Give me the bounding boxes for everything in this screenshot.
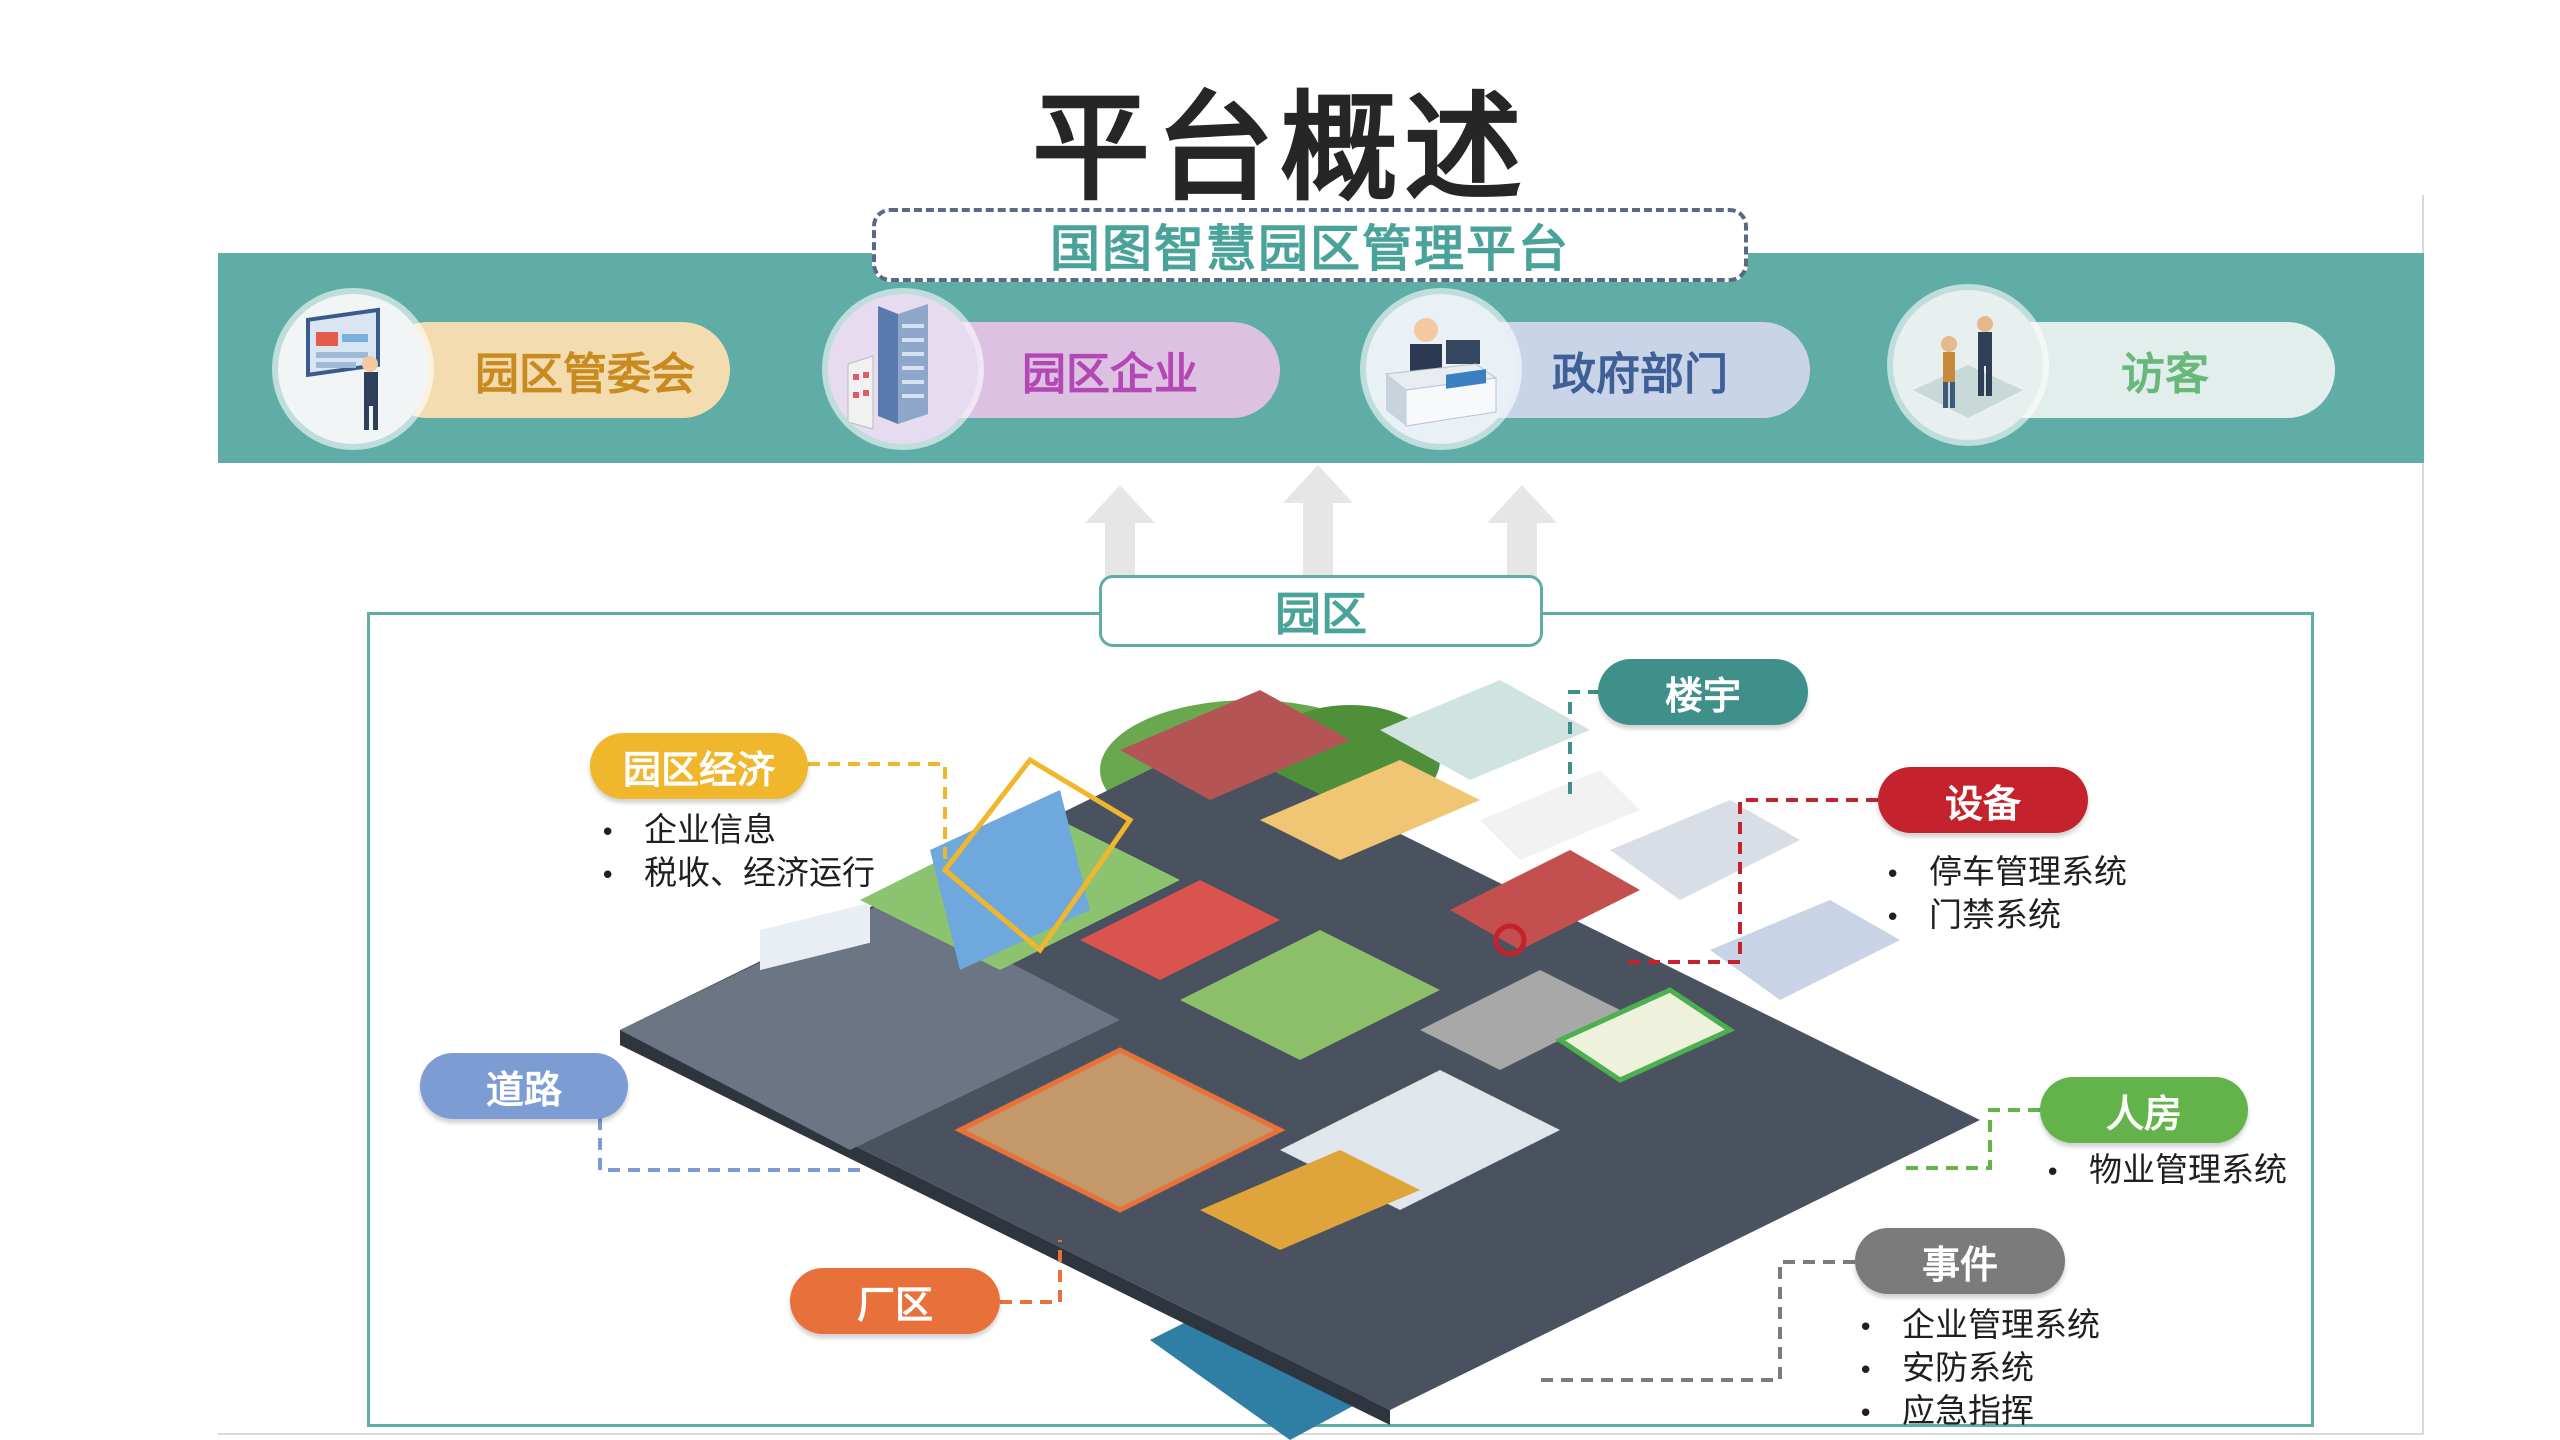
user-label-enterprise: 园区企业 [1022, 349, 1198, 400]
housing-list: •物业管理系统 [2045, 1150, 2287, 1193]
page-title: 平台概述 [1031, 79, 1528, 217]
list-item: •安防系统 [1858, 1348, 2034, 1387]
list-item: •物业管理系统 [2045, 1150, 2287, 1189]
economy-list: •企业信息 •税收、经济运行 [600, 810, 875, 896]
tag-housing: 人房 [2040, 1077, 2248, 1143]
tag-factory: 厂区 [790, 1268, 1000, 1334]
list-item: •停车管理系统 [1885, 852, 2127, 891]
list-item: •门禁系统 [1885, 895, 2061, 934]
office-tower-icon [828, 294, 978, 444]
slide-frame [218, 195, 2424, 1435]
tag-economy-label: 园区经济 [622, 747, 775, 792]
user-pill-committee: 园区管委会 [380, 322, 730, 418]
up-arrow-left [1085, 485, 1155, 595]
up-arrow-center [1283, 465, 1353, 575]
tag-event-label: 事件 [1921, 1242, 1998, 1287]
event-list: •企业管理系统 •安防系统 •应急指挥 [1858, 1305, 2100, 1434]
tag-building: 楼宇 [1598, 659, 1808, 725]
platform-title: 国图智慧园区管理平台 [872, 208, 1748, 282]
tag-factory-label: 厂区 [856, 1282, 933, 1327]
tag-equipment-label: 设备 [1944, 781, 2021, 826]
list-item: •税收、经济运行 [600, 853, 875, 892]
up-arrow-right [1487, 485, 1557, 595]
user-label-government: 政府部门 [1552, 349, 1728, 400]
park-illustration [620, 680, 1980, 1440]
billboard-worker-icon [278, 294, 428, 444]
tag-building-label: 楼宇 [1664, 673, 1741, 718]
tag-housing-label: 人房 [2105, 1091, 2182, 1136]
tag-road: 道路 [420, 1053, 628, 1119]
tag-economy: 园区经济 [590, 733, 808, 799]
park-title: 园区 [1099, 575, 1543, 647]
tag-event: 事件 [1855, 1228, 2065, 1294]
user-label-visitor: 访客 [2121, 349, 2209, 400]
list-item: •企业管理系统 [1858, 1305, 2100, 1344]
list-item: •应急指挥 [1858, 1391, 2034, 1430]
visitors-icon [1893, 290, 2043, 440]
tag-equipment: 设备 [1878, 767, 2088, 833]
equipment-list: •停车管理系统 •门禁系统 [1885, 852, 2127, 938]
tag-road-label: 道路 [485, 1067, 562, 1112]
user-label-committee: 园区管委会 [475, 349, 695, 400]
clerk-desk-icon [1366, 294, 1516, 444]
list-item: •企业信息 [600, 810, 776, 849]
